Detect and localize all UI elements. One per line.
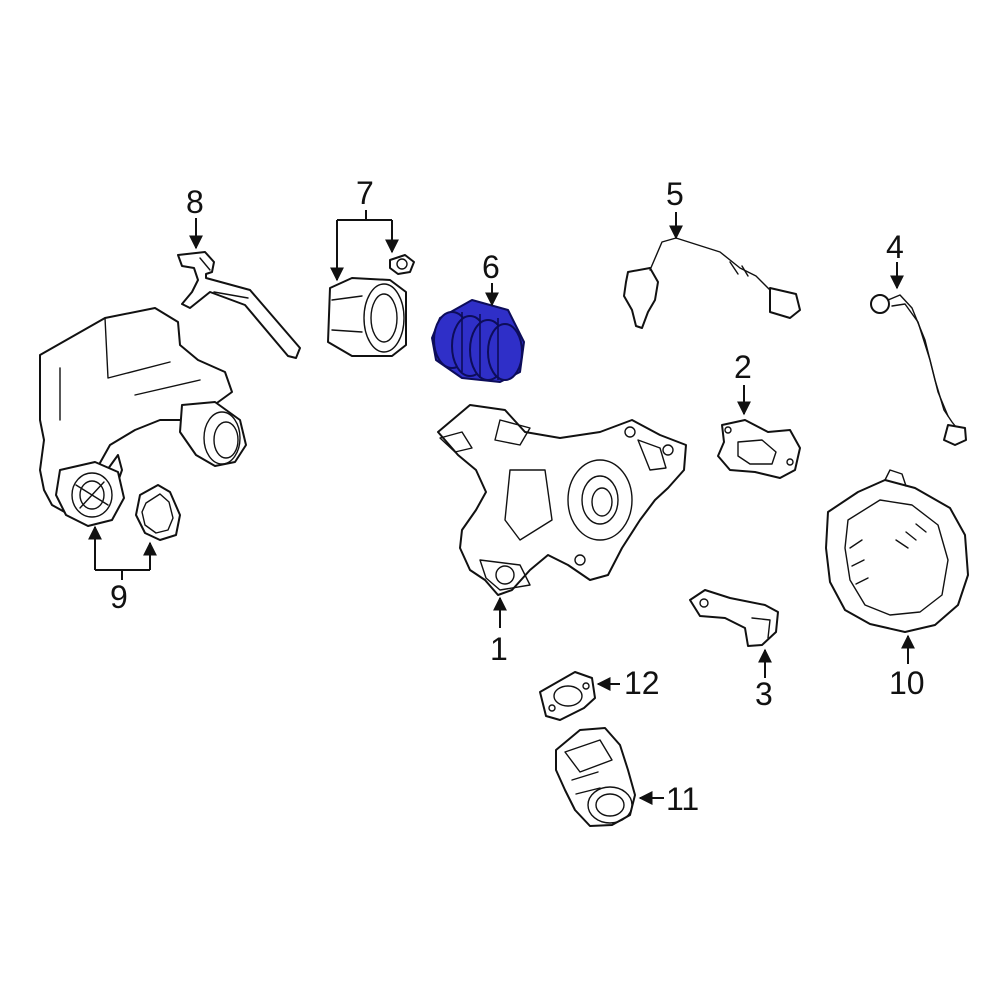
callout-8: 8	[186, 184, 204, 220]
callout-3: 3	[755, 676, 773, 712]
callout-11: 11	[666, 781, 699, 817]
part-7-clamp[interactable]	[389, 254, 415, 275]
part-9-gasket-ring[interactable]	[135, 484, 181, 541]
part-1-turbocharger[interactable]	[437, 404, 687, 596]
callout-10: 10	[889, 665, 925, 701]
part-2-gasket[interactable]	[717, 419, 801, 479]
callout-7-leader	[330, 210, 399, 282]
part-4-oil-line[interactable]	[870, 294, 967, 446]
part-12-gasket-plate[interactable]	[539, 671, 596, 721]
part-9-air-duct[interactable]	[39, 307, 247, 527]
callout-6: 6	[482, 249, 500, 285]
part-11-throttle-body[interactable]	[555, 727, 636, 827]
part-8-hose[interactable]	[177, 251, 301, 359]
part-5-sensor[interactable]	[623, 237, 801, 329]
callout-5: 5	[666, 176, 684, 212]
callout-9-leader	[88, 525, 157, 580]
part-7-coupler[interactable]	[327, 277, 407, 357]
callout-7: 7	[356, 175, 374, 211]
callout-2: 2	[734, 349, 752, 385]
callout-1: 1	[490, 631, 508, 667]
part-6-intake-boot-highlighted[interactable]	[431, 299, 525, 383]
part-10-heat-shield[interactable]	[825, 469, 969, 633]
callout-12: 12	[624, 665, 660, 701]
part-3-bracket[interactable]	[689, 589, 779, 647]
callout-9: 9	[110, 579, 128, 615]
callout-4: 4	[886, 229, 904, 265]
